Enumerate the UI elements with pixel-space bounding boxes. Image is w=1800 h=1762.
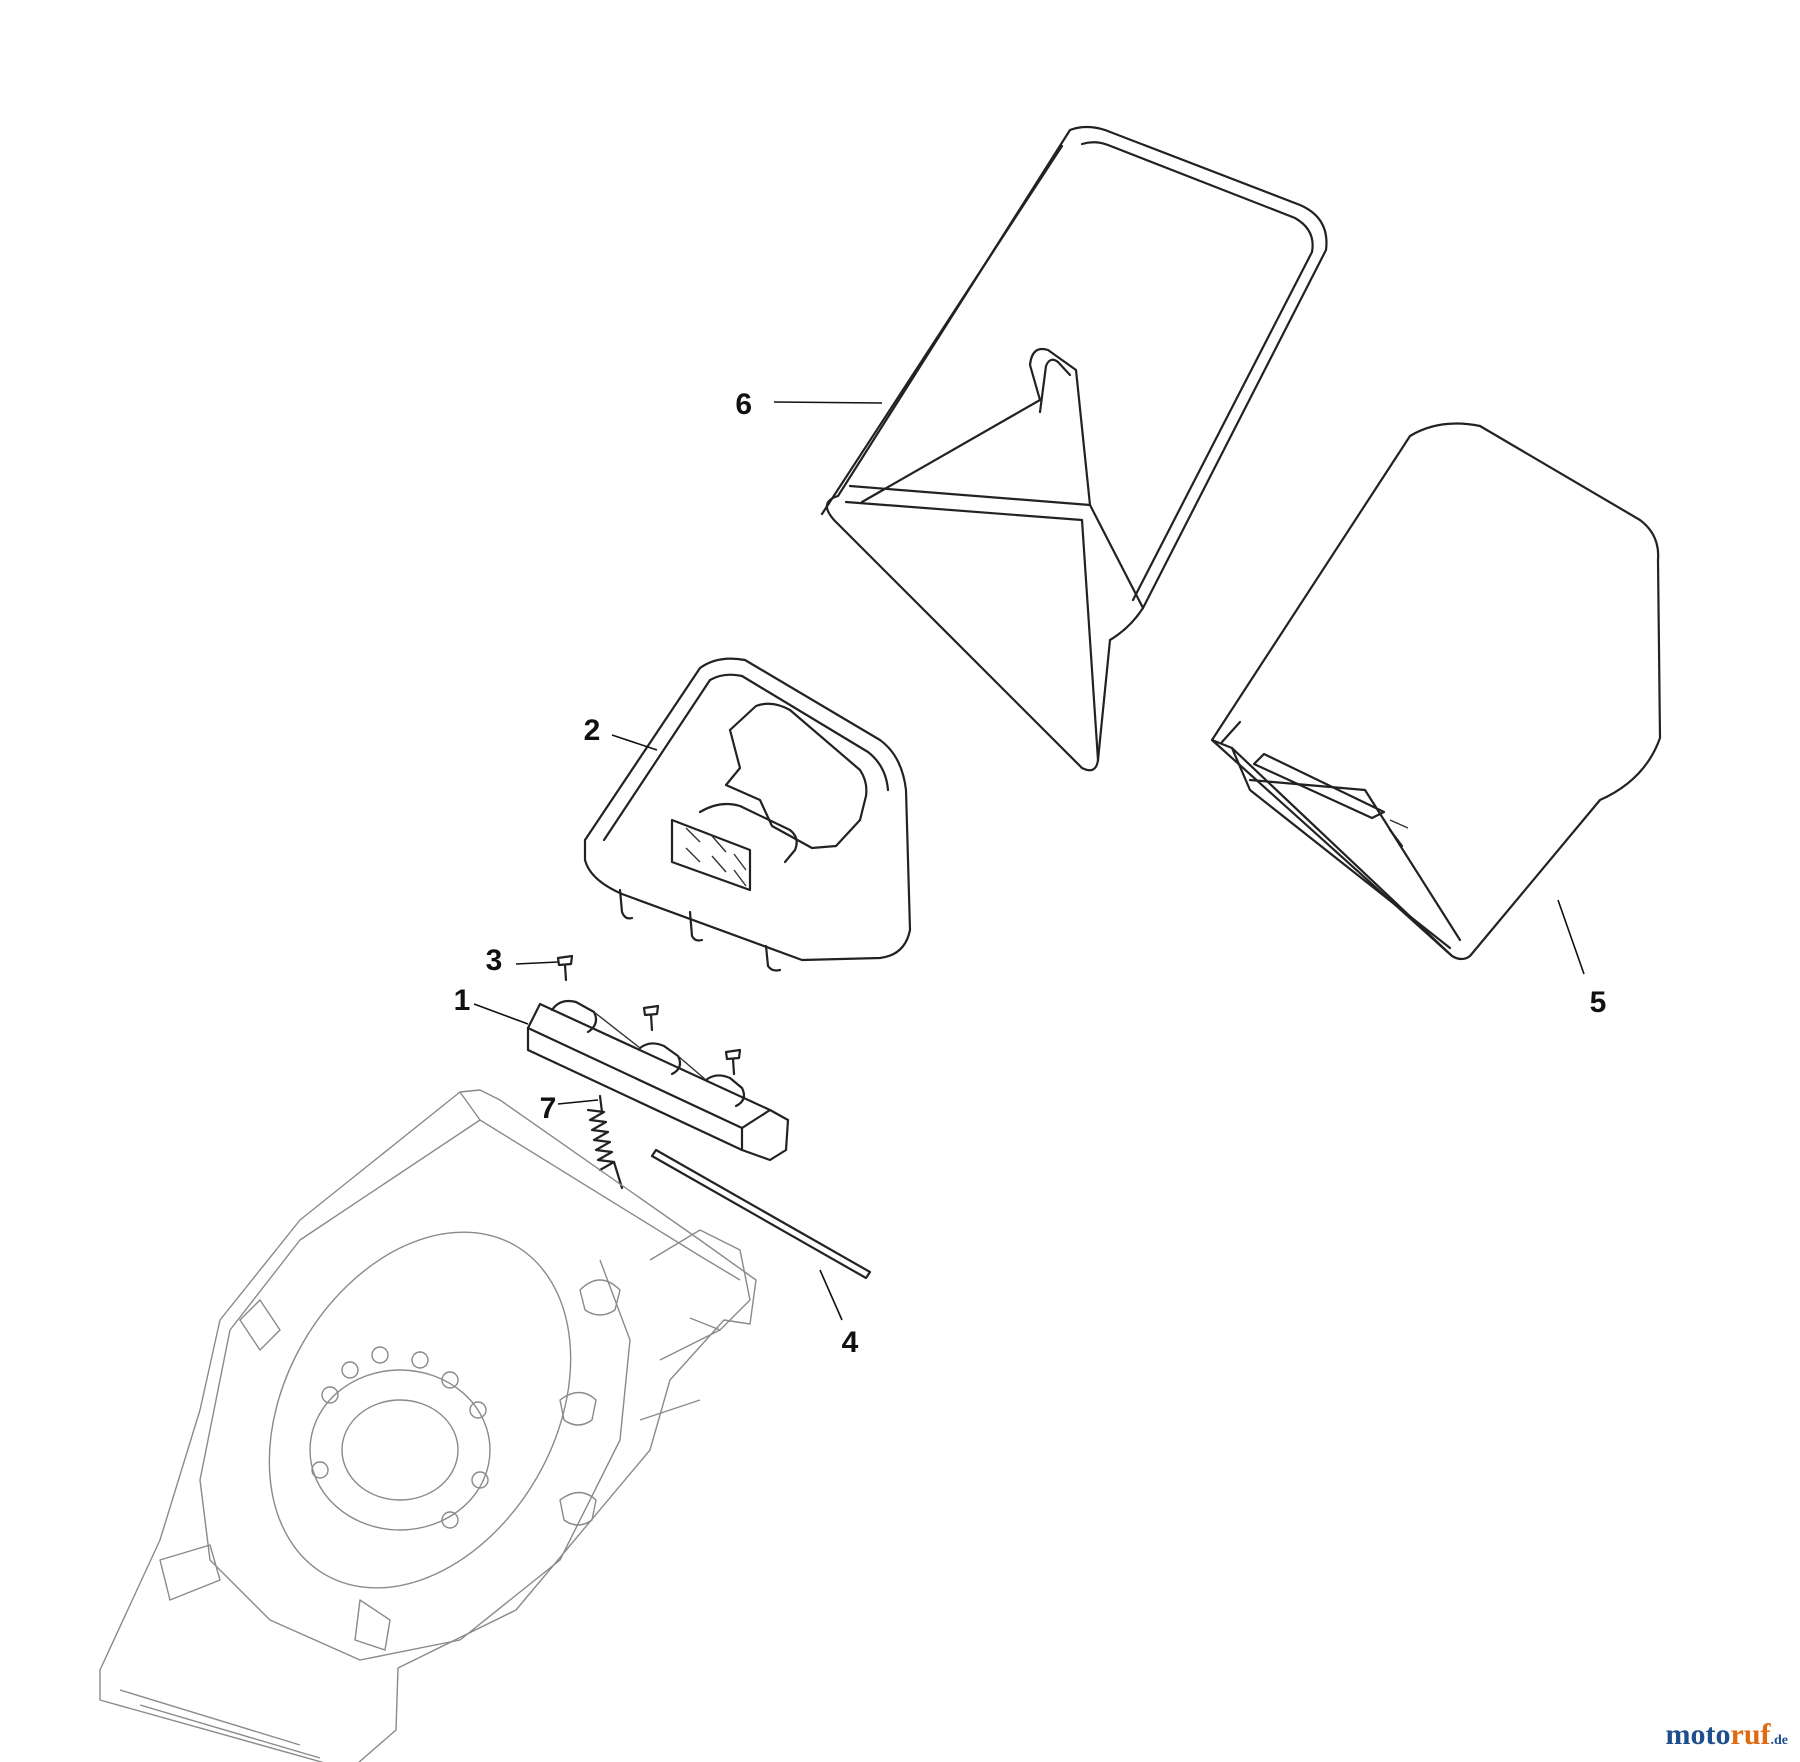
leader-5 — [1557, 899, 1585, 975]
callout-4: 4 — [842, 1326, 859, 1359]
mower-deck — [99, 1089, 757, 1762]
leader-3 — [515, 961, 559, 965]
callout-1: 1 — [454, 984, 471, 1017]
leader-7 — [557, 1099, 599, 1105]
motoruf-watermark-logo: motoruf.de — [1666, 1718, 1788, 1752]
leader-lines — [473, 401, 1585, 1321]
callout-3: 3 — [486, 944, 503, 977]
callout-6: 6 — [735, 388, 752, 421]
part-1-hinge-bracket — [526, 999, 790, 1162]
leader-6 — [773, 401, 883, 404]
callout-2: 2 — [584, 714, 601, 747]
callout-5: 5 — [1590, 986, 1607, 1019]
part-2-rear-flap — [583, 657, 912, 972]
warning-label-plate — [670, 818, 752, 892]
part-6-bag-frame — [820, 125, 1328, 772]
leader-1 — [473, 1003, 529, 1025]
screw-b — [642, 1004, 660, 1032]
watermark-moto: moto — [1665, 1718, 1731, 1751]
callout-labels: 6 2 3 1 7 4 5 — [454, 388, 1607, 1359]
part-3-screws — [556, 954, 742, 1076]
part-5-grass-bag — [1210, 422, 1662, 961]
leader-2 — [611, 734, 658, 751]
callout-7: 7 — [540, 1092, 557, 1125]
screw-a — [556, 954, 574, 982]
part-4-hinge-rod — [650, 1148, 872, 1280]
watermark-de: .de — [1770, 1733, 1789, 1748]
screw-c — [724, 1048, 742, 1076]
watermark-ruf: ruf — [1730, 1718, 1771, 1751]
leader-4 — [819, 1269, 843, 1321]
